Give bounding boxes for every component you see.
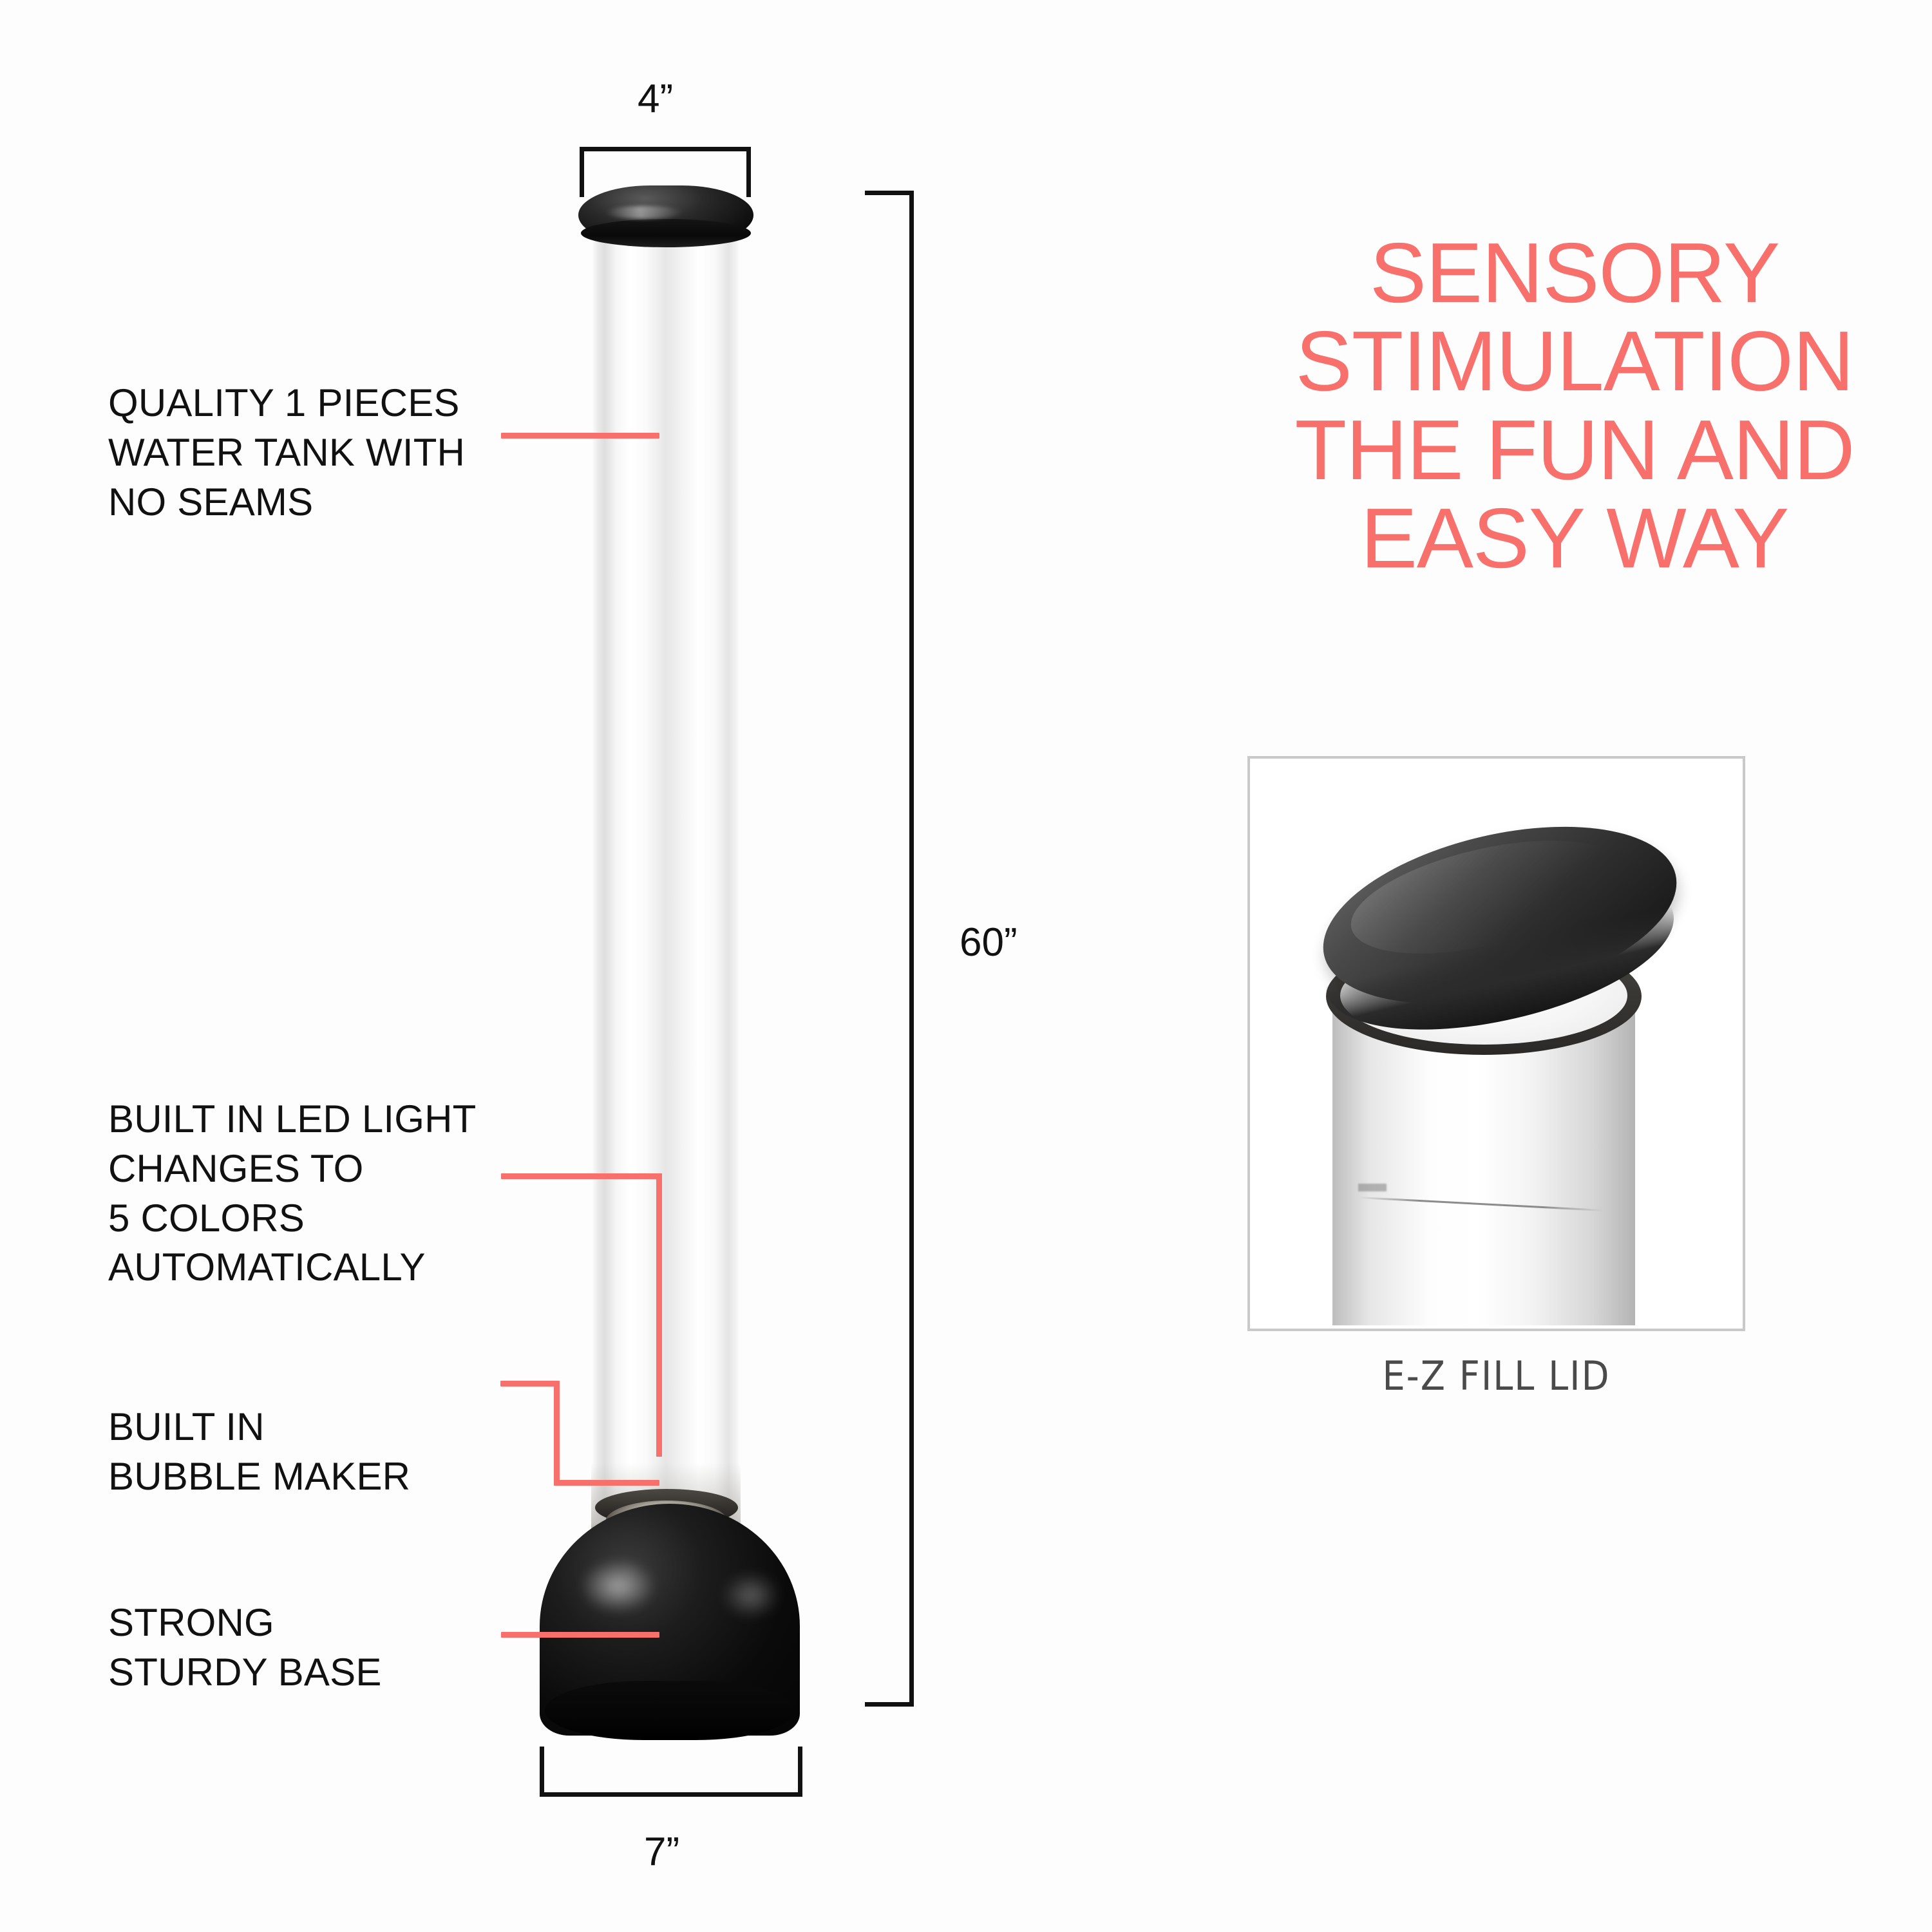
dimension-label-width-top: 4” [638,77,674,121]
leader-line-led-vertical [656,1173,662,1457]
dimension-base-bar [540,1792,802,1797]
leader-line-bubble-vertical [554,1381,560,1485]
dimension-top-bar [580,147,751,151]
dimension-height-bar [909,191,914,1707]
leader-line-water-tank [501,433,659,439]
callout-water-tank: QUALITY 1 PIECES WATER TANK WITH NO SEAM… [108,381,466,524]
dimension-label-height: 60” [960,920,1018,965]
base-highlight-left [580,1558,657,1614]
callout-sturdy-base: STRONG STURDY BASE [108,1601,382,1694]
dimension-label-width-base: 7” [644,1830,680,1874]
leader-line-bubble-horizontal-2 [554,1480,659,1486]
leader-line-bubble-horizontal-1 [500,1381,560,1387]
dimension-height-tick-top [865,191,914,195]
dimension-base-tick-right [798,1747,802,1797]
callout-bubble-maker: BUILT IN BUBBLE MAKER [108,1405,411,1498]
leader-line-led-horizontal [501,1173,662,1179]
inset-fill-mark [1358,1184,1387,1191]
water-tank-tube [591,233,741,1540]
tube-cap-lip [581,219,751,247]
base-highlight-right [721,1571,781,1619]
dimension-height-tick-bottom [865,1702,914,1707]
sturdy-base-foot [545,1681,795,1740]
inset-caption-ez-fill-lid: E-Z FILL LID [1382,1352,1611,1399]
dimension-base-tick-left [540,1747,544,1797]
tube-cap-highlight [605,206,683,219]
leader-line-sturdy-base [501,1632,659,1638]
dimension-top-tick-right [746,147,751,197]
inset-photo-frame [1247,756,1745,1331]
dimension-top-tick-left [580,147,584,197]
callout-led-light: BUILT IN LED LIGHT CHANGES TO 5 COLORS A… [108,1097,477,1289]
headline-sensory-stimulation: SENSORY STIMULATION THE FUN AND EASY WAY [1294,225,1855,585]
